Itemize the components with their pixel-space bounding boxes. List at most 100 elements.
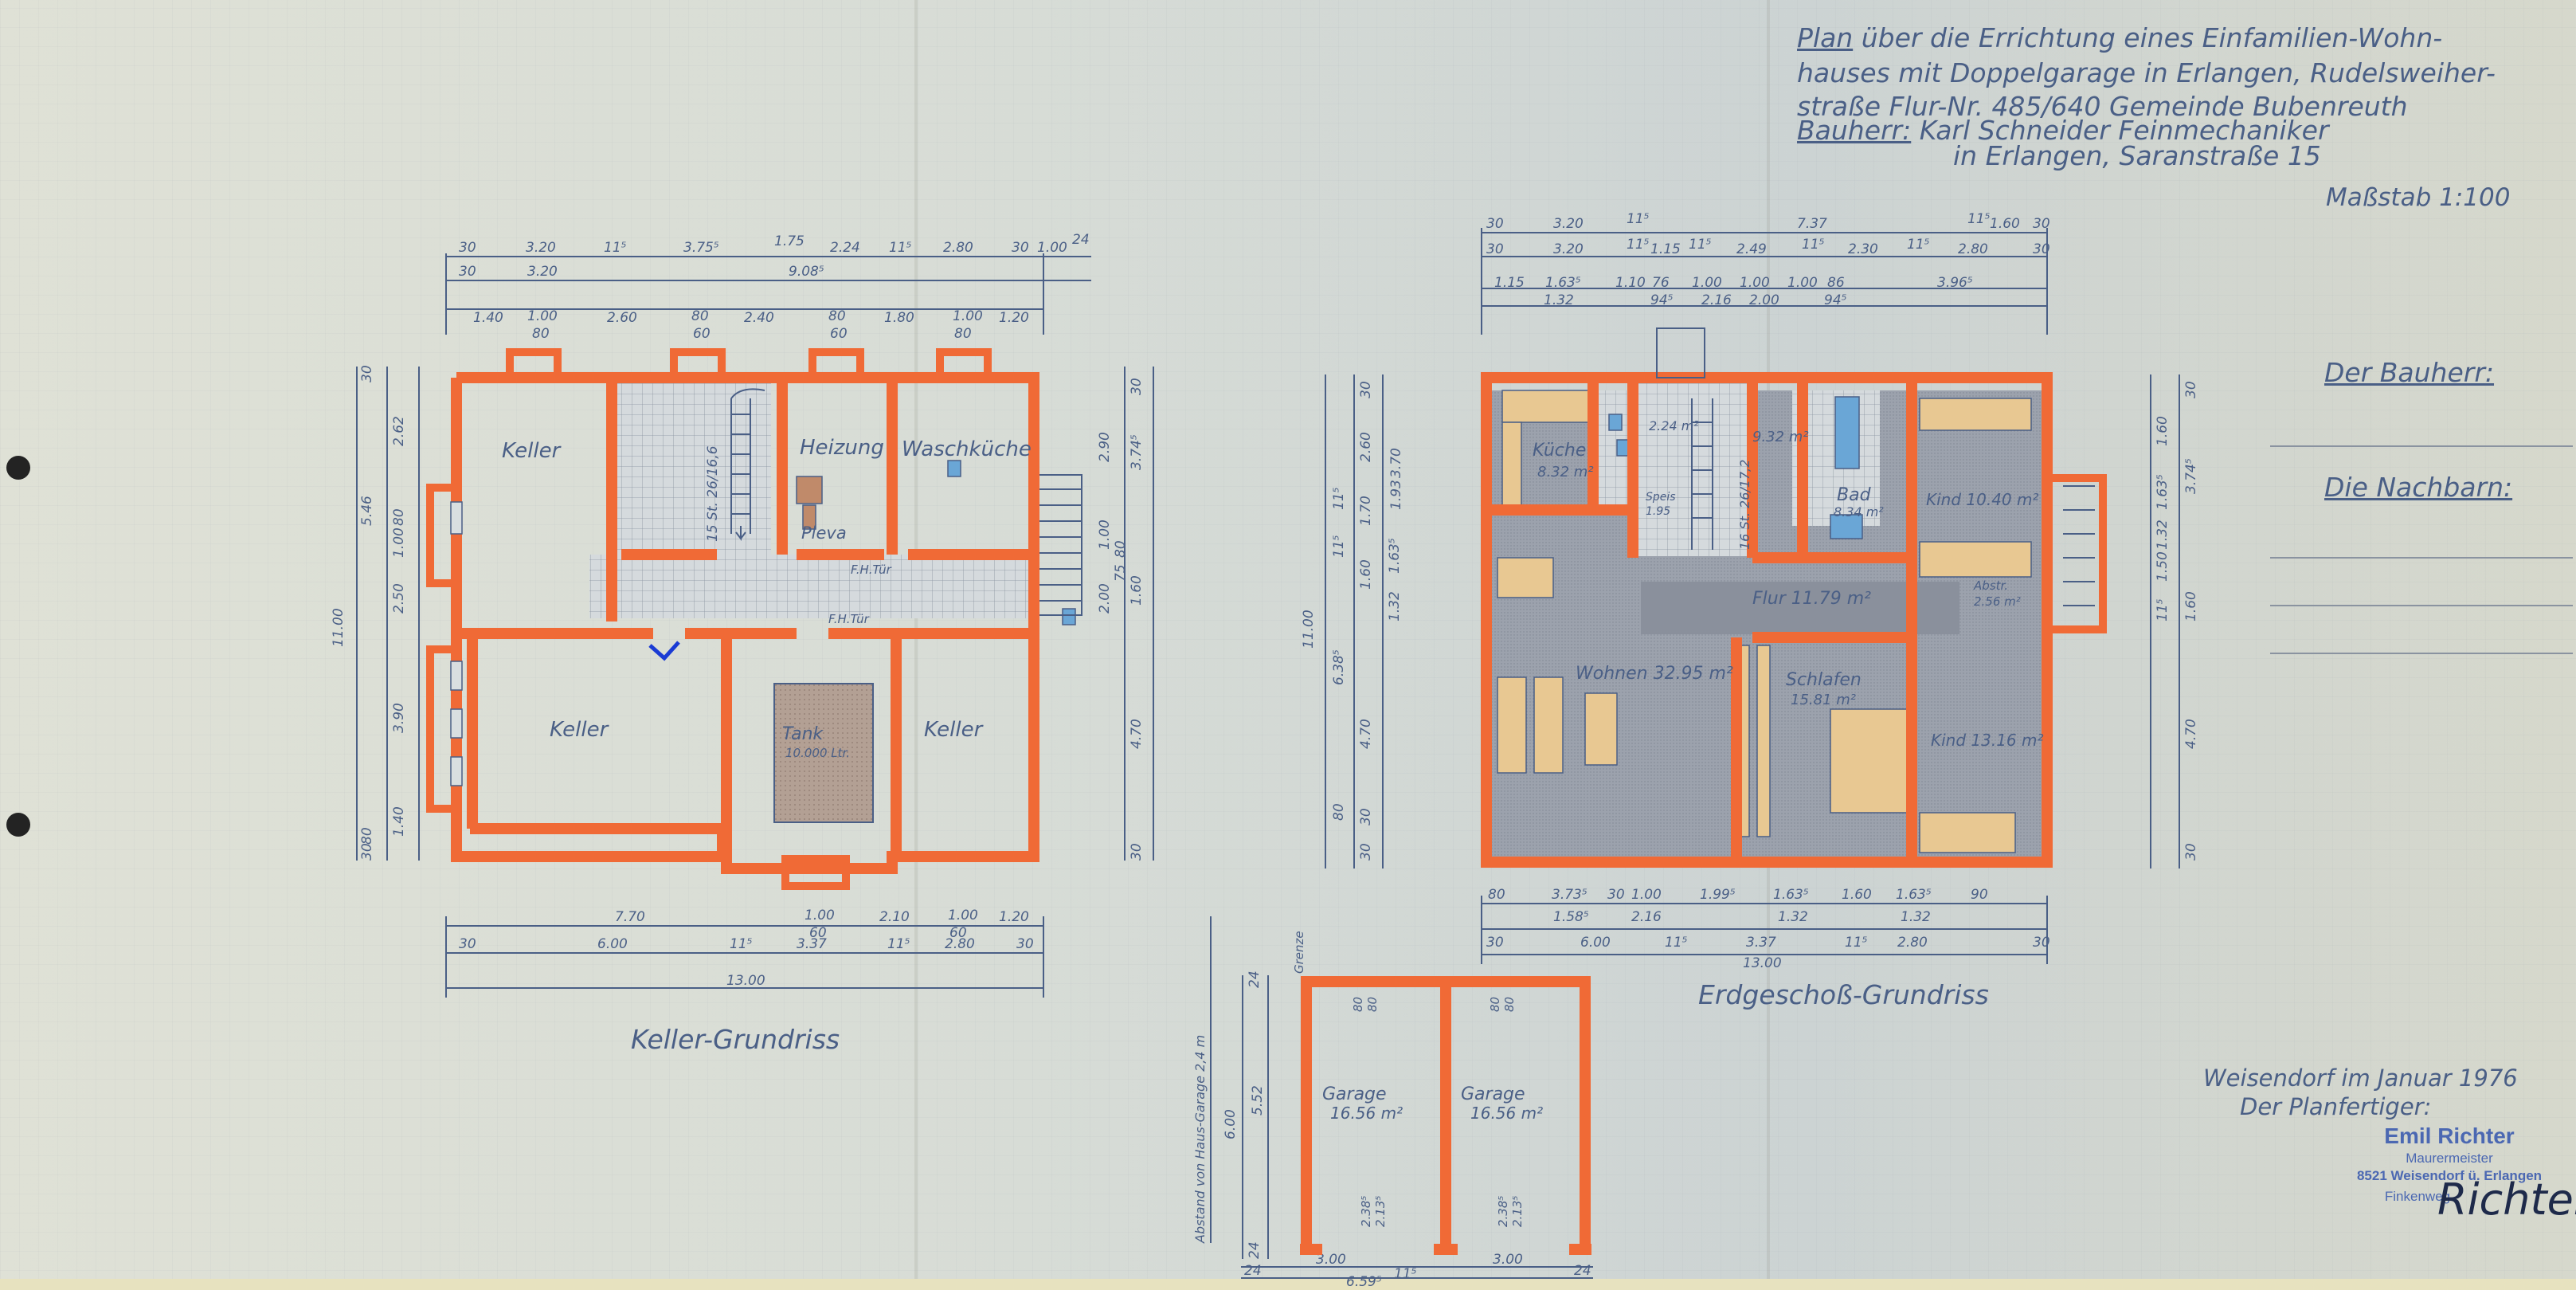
svg-text:3.37: 3.37 [797, 936, 827, 952]
svg-text:1.32: 1.32 [1544, 292, 1574, 308]
svg-text:1.00: 1.00 [805, 908, 835, 923]
svg-text:11⁵: 11⁵ [1627, 237, 1650, 253]
svg-text:Keller: Keller [924, 718, 985, 742]
svg-text:1.15: 1.15 [1650, 241, 1681, 257]
svg-text:24: 24 [1574, 1263, 1591, 1279]
svg-text:30: 30 [1358, 381, 1374, 398]
svg-text:30: 30 [2183, 843, 2199, 861]
svg-text:2.60: 2.60 [607, 310, 637, 326]
svg-text:30: 30 [459, 936, 476, 952]
svg-text:1.00: 1.00 [1740, 275, 1770, 291]
svg-text:1.95: 1.95 [1646, 505, 1670, 518]
svg-text:76: 76 [1652, 275, 1670, 291]
svg-text:30: 30 [2033, 935, 2050, 951]
svg-text:80: 80 [828, 308, 846, 324]
svg-text:3.20: 3.20 [1553, 216, 1584, 232]
svg-text:6.59⁵: 6.59⁵ [1346, 1274, 1382, 1290]
svg-text:11⁵: 11⁵ [1845, 935, 1868, 951]
punch-hole [6, 813, 30, 837]
svg-text:6.00: 6.00 [597, 936, 628, 952]
svg-text:30: 30 [1012, 240, 1029, 256]
dimension-lines [356, 228, 2180, 1279]
svg-text:2.24: 2.24 [830, 240, 860, 256]
svg-text:5.52: 5.52 [1250, 1085, 1266, 1116]
bed-kind-2 [1919, 812, 2016, 853]
svg-text:60: 60 [693, 326, 711, 342]
bauherr-signature-label: Der Bauherr: [2324, 357, 2495, 388]
svg-text:3.90: 3.90 [391, 703, 407, 733]
scale-note: Maßstab 1:100 [2326, 183, 2511, 212]
oil-tank [773, 683, 874, 823]
svg-text:1.60: 1.60 [1990, 216, 2020, 232]
planner-role: Der Planfertiger: [2240, 1093, 2432, 1120]
svg-text:6.00: 6.00 [1223, 1109, 1239, 1139]
svg-text:1.60: 1.60 [1842, 887, 1872, 903]
svg-text:1.32: 1.32 [1901, 909, 1931, 925]
svg-text:2.80: 2.80 [1958, 241, 1988, 257]
svg-text:4.70: 4.70 [1129, 719, 1145, 749]
svg-text:9.08⁵: 9.08⁵ [789, 264, 824, 280]
bed-kind-1 [1919, 398, 2032, 431]
basement-corridor-tiles [886, 555, 1021, 618]
title-bauherr-word: Bauherr: [1797, 115, 1912, 146]
title-line-1: Plan über die Errichtung eines Einfamili… [1797, 22, 2442, 53]
svg-text:1.10: 1.10 [1615, 275, 1646, 291]
title-plan-word: Plan [1797, 22, 1854, 53]
svg-text:11.00: 11.00 [1301, 610, 1317, 649]
svg-text:Kind 13.16 m²: Kind 13.16 m² [1931, 731, 2044, 750]
washing-machine [947, 460, 961, 477]
storage [1919, 541, 2032, 578]
sofa [1497, 676, 1527, 774]
svg-text:10.000 Ltr.: 10.000 Ltr. [785, 746, 850, 760]
svg-text:94⁵: 94⁵ [1650, 292, 1674, 308]
svg-text:1.93: 1.93 [1388, 480, 1404, 510]
stamp-title: Maurermeister [2406, 1151, 2493, 1166]
dining-table [1497, 557, 1554, 598]
svg-text:30: 30 [1486, 241, 1504, 257]
svg-text:Heizung: Heizung [800, 436, 884, 460]
svg-text:11⁵: 11⁵ [1907, 237, 1930, 253]
svg-text:1.00: 1.00 [391, 527, 407, 558]
svg-text:1.60: 1.60 [1358, 559, 1374, 590]
svg-text:Keller: Keller [550, 718, 610, 742]
garage-plan: Garage 16.56 m² Garage 16.56 m² 2.38⁵ 2.… [1300, 976, 1591, 1255]
title-line-4: Bauherr: Karl Schneider Feinmechaniker [1797, 115, 2329, 146]
svg-text:11.00: 11.00 [331, 608, 346, 647]
ground-stairs [1656, 327, 2095, 606]
svg-text:24: 24 [1244, 1263, 1262, 1279]
svg-text:1.20: 1.20 [999, 909, 1029, 925]
basement-windows [450, 501, 463, 786]
svg-text:4.70: 4.70 [1358, 719, 1374, 749]
dimension-texts: 30 3.20 11⁵ 3.75⁵ 1.75 2.24 11⁵ 2.80 30 … [331, 211, 2199, 1290]
svg-text:80: 80 [1351, 997, 1365, 1012]
title-line-2: hauses mit Doppelgarage in Erlangen, Rud… [1797, 57, 2496, 88]
svg-text:80: 80 [359, 827, 375, 845]
svg-text:1.63⁵: 1.63⁵ [1545, 275, 1581, 291]
svg-text:3.20: 3.20 [1553, 241, 1584, 257]
svg-text:8.32 m²: 8.32 m² [1537, 464, 1594, 480]
svg-text:3.00: 3.00 [1316, 1252, 1346, 1268]
svg-text:30: 30 [1358, 843, 1374, 861]
svg-text:1.60: 1.60 [2155, 416, 2171, 446]
svg-text:2.16: 2.16 [1701, 292, 1732, 308]
svg-text:90: 90 [1971, 887, 1988, 903]
svg-text:2.50: 2.50 [391, 583, 407, 614]
svg-text:2.62: 2.62 [391, 416, 407, 446]
double-bed [1830, 708, 1908, 814]
nachbarn-signature-label: Die Nachbarn: [2324, 472, 2513, 503]
heating-boiler [802, 504, 816, 530]
ground-walls [1481, 372, 2107, 868]
svg-text:1.00: 1.00 [1037, 240, 1067, 256]
svg-text:11⁵: 11⁵ [1331, 487, 1347, 510]
svg-text:1.32: 1.32 [1778, 909, 1808, 925]
garage-walls [1300, 976, 1591, 1255]
svg-text:1.63⁵: 1.63⁵ [1896, 887, 1932, 903]
svg-text:2.10: 2.10 [879, 909, 910, 925]
svg-text:13.00: 13.00 [1743, 955, 1782, 971]
svg-text:80: 80 [1331, 803, 1347, 821]
svg-text:80: 80 [1113, 540, 1129, 558]
svg-text:75: 75 [1113, 564, 1129, 582]
svg-text:11⁵: 11⁵ [889, 240, 912, 256]
svg-text:2.56 m²: 2.56 m² [1974, 594, 2021, 609]
svg-text:11⁵: 11⁵ [730, 936, 753, 952]
